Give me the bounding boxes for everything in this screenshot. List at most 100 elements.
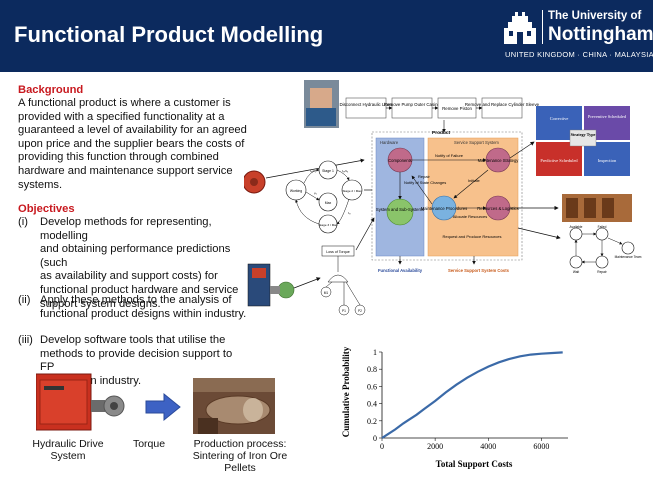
predictive-label: Predictive Scheduled: [540, 158, 578, 163]
system-label: System and Sub-Systems: [376, 207, 424, 212]
procedure-step: [481, 97, 523, 119]
logo-divider: [542, 10, 543, 44]
notify-state-label: Notify of State Changes: [404, 180, 446, 185]
support-costs-label: Service Support System Costs: [448, 268, 510, 273]
background-heading: Background: [18, 84, 84, 96]
system-node: [386, 198, 414, 226]
objective-line: support system designs.: [40, 297, 161, 310]
objective-item-2: (ii) Apply these methods to the analysis…: [18, 294, 248, 322]
background-paragraph: A functional product is where a customer…: [18, 97, 247, 192]
objective-line: Apply these methods to the analysis of: [40, 294, 232, 306]
resources-label: Resources & Logistics: [477, 206, 518, 211]
petri-net-diagram: Available Failed Repair Wait Maintenance…: [570, 225, 642, 274]
caption-line: Hydraulic Drive: [32, 438, 104, 450]
objective-line: functional product designs within indust…: [40, 307, 247, 320]
logo-line-2: Nottingham: [548, 24, 653, 45]
state-label: Stage 1: [322, 169, 334, 173]
y-tick-label: 0.2: [367, 417, 377, 426]
transition-label: λ₂/λ₃: [342, 169, 349, 173]
objective-line: and obtaining performance predictions (s…: [40, 243, 231, 269]
components-label: Components: [388, 158, 412, 163]
procedure-step-label: Disconnect Hydraulic Lines: [340, 102, 394, 107]
objective-number: (i): [18, 216, 28, 228]
background-line: provided with a specified functionality …: [18, 110, 225, 123]
objective-number: (iii): [18, 334, 33, 346]
torque-caption: Torque: [132, 438, 166, 450]
hydraulic-drive-caption: Hydraulic Drive System: [22, 438, 114, 462]
y-tick-label: 0.6: [367, 382, 377, 391]
x-tick-label: 2000: [427, 442, 443, 451]
request-label: Request and Produce Resources: [443, 234, 502, 239]
background-line: A functional product is where a customer…: [18, 97, 231, 109]
header-bar: Functional Product Modelling The Univers…: [0, 0, 653, 72]
y-tick-label: 0: [373, 434, 377, 443]
hydraulic-drive-image: [36, 373, 125, 431]
production-process-caption: Production process: Sintering of Iron Or…: [180, 438, 300, 474]
objective-line: Develop software tools that utilise the: [40, 334, 226, 346]
state-label: Working: [290, 189, 302, 193]
objective-line: Develop methods for representing, modell…: [40, 216, 212, 242]
x-axis-label: Total Support Costs: [436, 459, 513, 469]
state-label: Max: [325, 201, 332, 205]
allocate-label: Allocate Resources: [453, 214, 487, 219]
product-label: Product: [432, 130, 451, 136]
notify-failure-label: Notify of Failure: [435, 153, 464, 158]
x-tick-label: 0: [380, 442, 384, 451]
fault-tree-event-label: M1: [324, 291, 329, 295]
petri-place-label: Wait: [573, 270, 579, 274]
page-title: Functional Product Modelling: [14, 22, 324, 47]
petri-place-label: Failed: [598, 225, 607, 229]
caption-line: Sintering of Iron Ore: [192, 450, 288, 462]
x-tick-label: 4000: [480, 442, 496, 451]
logo-locations: UNITED KINGDOM · CHINA · MALAYSIA: [505, 50, 653, 59]
sintering-plant-image: [193, 378, 275, 434]
maintenance-procedures-label: Maintenance Procedures: [421, 206, 468, 211]
x-tick-label: 6000: [533, 442, 549, 451]
service-label: Service Support System: [454, 140, 499, 145]
fault-tree-event-label: P1: [342, 309, 346, 313]
procedure-step-label: Remove Piston: [442, 106, 472, 111]
background-line: guaranteed a level of availability for a…: [18, 124, 247, 137]
objective-item-1: (i) Develop methods for representing, mo…: [18, 216, 248, 310]
product-model-diagram: Disconnect Hydraulic Lines Remove Pump O…: [244, 80, 642, 316]
y-tick-label: 0.4: [367, 400, 377, 409]
transition-label: μ₁: [314, 191, 317, 195]
transition-label: λ₂: [348, 211, 352, 215]
objective-number: (ii): [18, 294, 31, 306]
caption-line: System: [50, 450, 86, 462]
strategy-type-diagram: Strategy Type Corrective Preventive Sche…: [536, 106, 630, 176]
castle-crest-icon: [504, 12, 536, 44]
logo-line-1: The University of: [548, 10, 642, 22]
fault-tree-top-label: Loss of Torque: [326, 250, 350, 254]
corrective-label: Corrective: [550, 116, 569, 121]
maintenance-strategy-label: Maintenance Strategy: [478, 158, 520, 163]
background-line: upon price and the supplier bears the co…: [18, 137, 245, 150]
state-label: Stage 3 / Max: [318, 223, 338, 227]
fault-tree-diagram: Loss of Torque M1 P1 P2: [320, 245, 366, 316]
background-line: providing this function through combined: [18, 151, 219, 164]
procedure-step: [391, 97, 433, 119]
state-machine-diagram: Working Stage 1 Stage 2 / Max Max Stage …: [285, 160, 363, 234]
university-logo: The University of Nottingham UNITED KING…: [500, 6, 653, 66]
petri-place-label: Available: [570, 225, 583, 229]
fault-tree-event-label: P2: [358, 309, 362, 313]
background-line: hardware and maintenance support service: [18, 164, 233, 177]
y-tick-label: 1: [373, 348, 377, 357]
cdf-series-line: [381, 351, 563, 439]
procedure-step-label: Remove and Replace Cylinder Sleeve: [465, 102, 540, 107]
caption-line: Production process:: [193, 438, 287, 450]
procedure-step-label: Remove Pump Outer Casing: [384, 102, 441, 107]
strategy-type-label: Strategy Type: [571, 132, 596, 137]
y-axis-label: Cumulative Probability: [341, 346, 351, 437]
background-line: systems.: [18, 178, 63, 191]
procedure-step: [345, 97, 387, 119]
caption-line: Pellets: [224, 462, 256, 474]
petri-place-label: Repair: [597, 270, 607, 274]
transition-label: λ₁/λ₂: [310, 169, 317, 173]
functional-availability-label: Functional Availability: [378, 268, 423, 273]
objective-item-3: (iii) Develop software tools that utilis…: [18, 334, 248, 387]
product-frame: [371, 131, 523, 261]
preventive-label: Preventive Scheduled: [588, 114, 627, 119]
objectives-heading: Objectives: [18, 203, 75, 215]
